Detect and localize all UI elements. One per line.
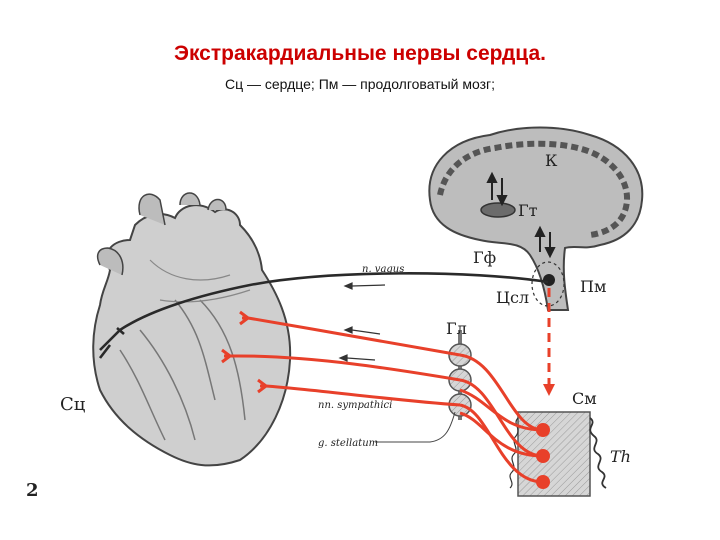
- figure-number: 2: [26, 480, 39, 501]
- label-gf: Гф: [473, 248, 496, 267]
- sympathici-label: nn. sympathici: [318, 400, 392, 411]
- hypothalamus-nucleus: [480, 202, 516, 218]
- label-csl: Цсл: [496, 288, 529, 307]
- label-gt: Гт: [518, 201, 538, 220]
- label-k: К: [545, 151, 558, 170]
- vagus-center-dot: [543, 274, 555, 286]
- label-sc: Сц: [60, 394, 86, 415]
- stellatum-label: g. stellatum: [318, 438, 378, 449]
- label-gl: Гл: [446, 319, 467, 338]
- updown-arrows-icon: [486, 171, 556, 259]
- sympathetic-direction-arrows-icon: [338, 326, 381, 362]
- nerve-endings-icon: [221, 310, 267, 394]
- medulla-zone: [531, 261, 565, 307]
- label-th: Th: [610, 447, 631, 466]
- vagus-label: n. vagus: [362, 264, 404, 275]
- brain-outline: [428, 126, 644, 311]
- sympathetic-nerves: [229, 316, 544, 484]
- vagus-direction-arrow-icon: [343, 282, 386, 290]
- label-pm: Пм: [580, 277, 606, 296]
- slide-subtitle: Сц — сердце; Пм — продолговатый мозг;: [224, 76, 496, 92]
- heart-illustration: [92, 192, 292, 467]
- label-sm: См: [572, 389, 597, 408]
- vagus-nerve: [99, 272, 549, 351]
- brain-illustration: [428, 126, 644, 311]
- brain-cortex-folds: [437, 140, 630, 238]
- slide-title: Экстракардиальные нервы сердца.: [174, 42, 546, 65]
